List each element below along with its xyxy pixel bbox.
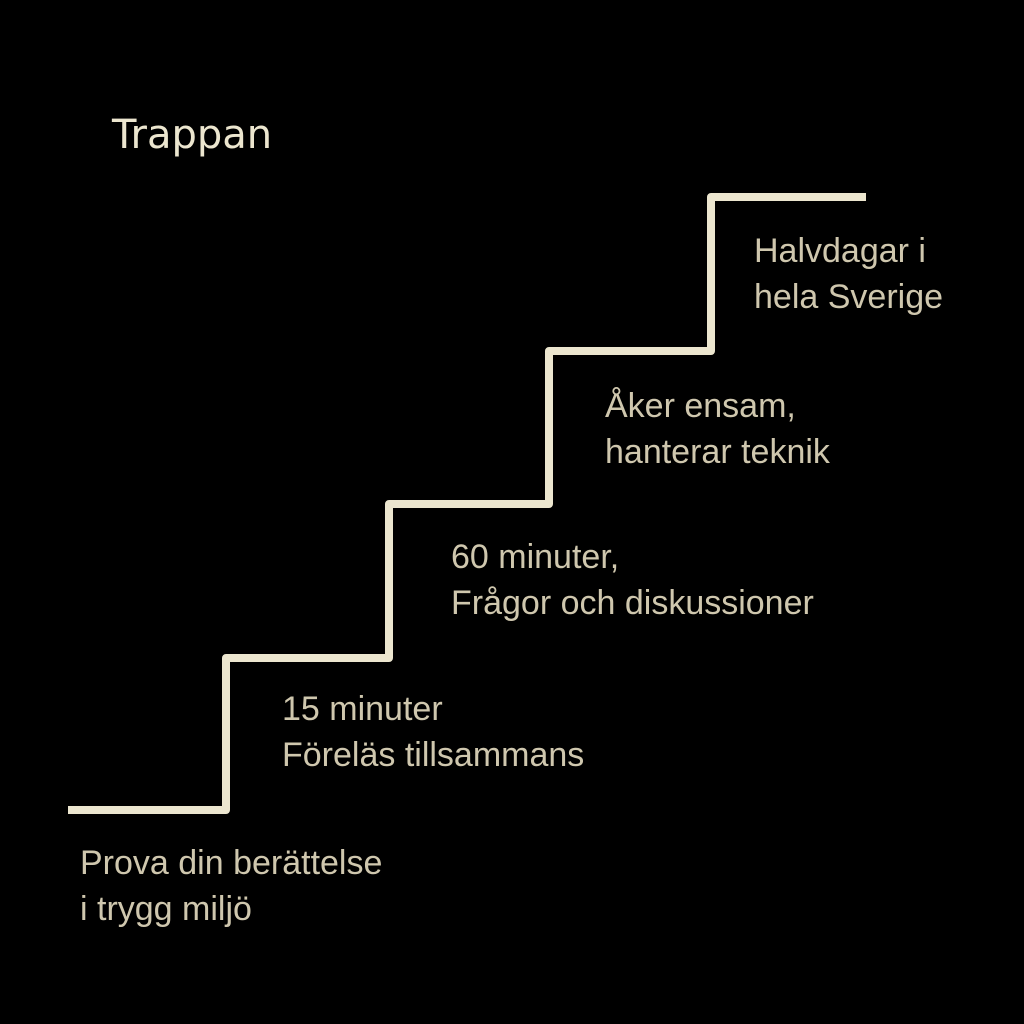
staircase-line xyxy=(68,193,866,814)
slide-title: Trappan xyxy=(112,112,273,158)
step-3-line-1: 60 minuter, xyxy=(451,538,620,576)
step-3-label: 60 minuter, Frågor och diskussioner xyxy=(451,534,814,626)
step-5-label: Halvdagar i hela Sverige xyxy=(754,228,943,320)
step-2-line-2: Föreläs tillsammans xyxy=(282,736,585,774)
step-3-line-2: Frågor och diskussioner xyxy=(451,584,814,622)
step-2-label: 15 minuter Föreläs tillsammans xyxy=(282,686,584,778)
step-4-line-2: hanterar teknik xyxy=(605,433,830,471)
step-4-label: Åker ensam, hanterar teknik xyxy=(605,383,830,475)
step-1-label: Prova din berättelse i trygg miljö xyxy=(80,840,382,932)
step-4-line-1: Åker ensam, xyxy=(605,387,796,425)
step-5-line-2: hela Sverige xyxy=(754,278,944,316)
step-2-line-1: 15 minuter xyxy=(282,690,443,728)
step-1-line-2: i trygg miljö xyxy=(80,890,252,928)
step-5-line-1: Halvdagar i xyxy=(754,232,926,270)
step-1-line-1: Prova din berättelse xyxy=(80,844,383,882)
